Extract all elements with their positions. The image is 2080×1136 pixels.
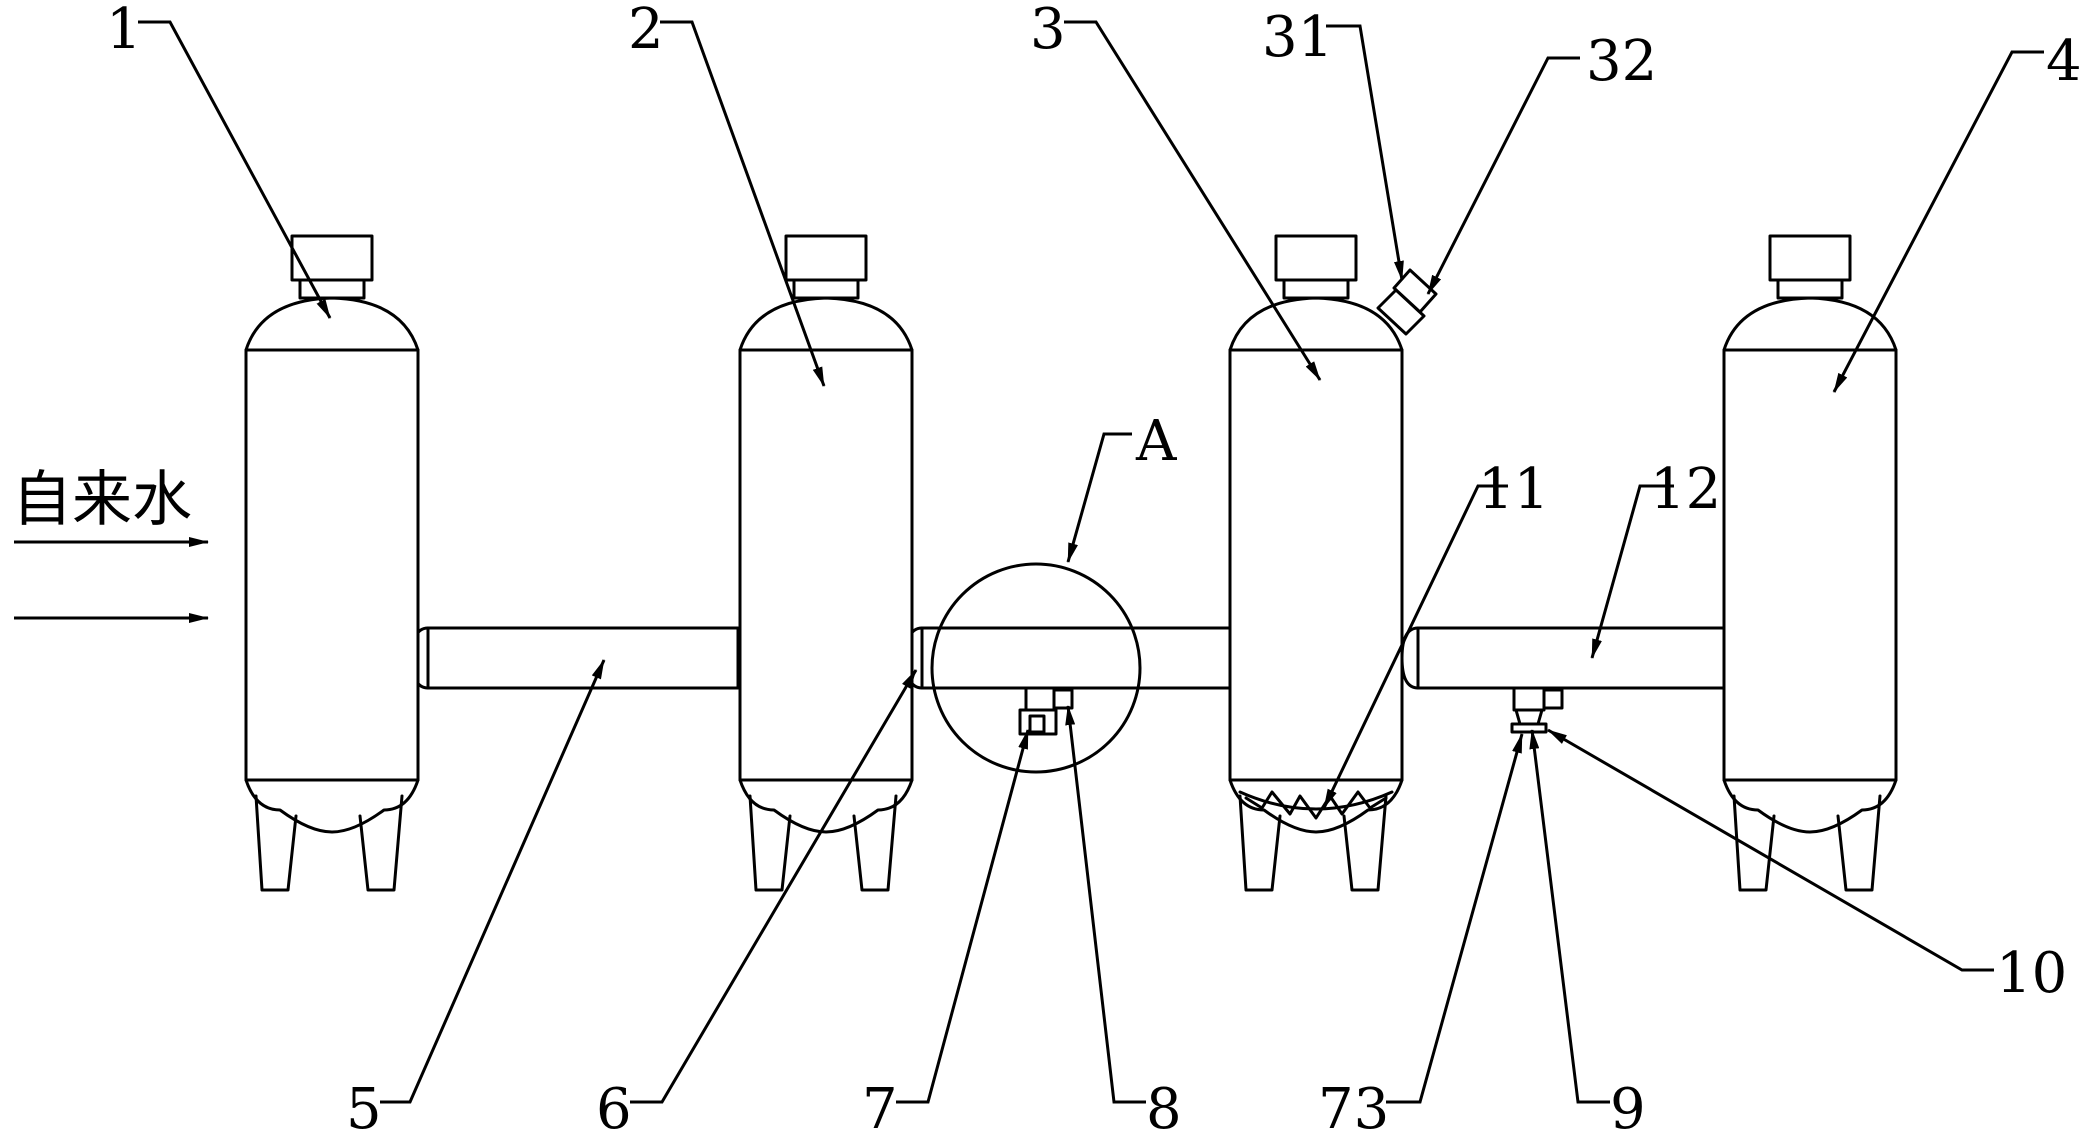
pipe-3-4 <box>1400 626 1726 690</box>
label-31: 31 <box>1262 5 1333 70</box>
label-3: 3 <box>1030 0 1066 62</box>
pipe-2-3 <box>904 626 1232 690</box>
part-labels: 1 2 3 31 32 4 A 11 12 5 6 7 8 73 9 10 <box>106 0 2080 1136</box>
tank-4 <box>1722 234 1898 892</box>
leader-lines <box>138 20 2044 1104</box>
label-12: 12 <box>1650 457 1721 522</box>
label-2: 2 <box>628 0 664 62</box>
tank-1 <box>244 234 420 892</box>
valve-assembly-7-8 <box>1018 686 1074 736</box>
inlet-arrows <box>14 537 209 623</box>
valve-assembly-9-10 <box>1510 686 1564 734</box>
label-8: 8 <box>1146 1077 1182 1136</box>
tank-2 <box>738 234 914 892</box>
inlet-label: 自来水 <box>12 465 192 535</box>
label-4: 4 <box>2046 29 2080 94</box>
label-11: 11 <box>1478 457 1549 522</box>
label-32: 32 <box>1586 29 1657 94</box>
filter-mesh-11 <box>1238 790 1394 820</box>
label-73: 73 <box>1318 1077 1389 1136</box>
fitting-31-32 <box>1376 268 1438 336</box>
label-7: 7 <box>862 1077 898 1136</box>
label-5: 5 <box>346 1077 382 1136</box>
tank-3 <box>1228 234 1438 892</box>
label-a: A <box>1135 409 1177 474</box>
label-6: 6 <box>596 1077 632 1136</box>
label-1: 1 <box>106 0 142 62</box>
pipe-1-2 <box>410 626 740 690</box>
detail-circle-a <box>930 562 1142 774</box>
label-9: 9 <box>1610 1077 1646 1136</box>
label-10: 10 <box>1996 941 2067 1006</box>
